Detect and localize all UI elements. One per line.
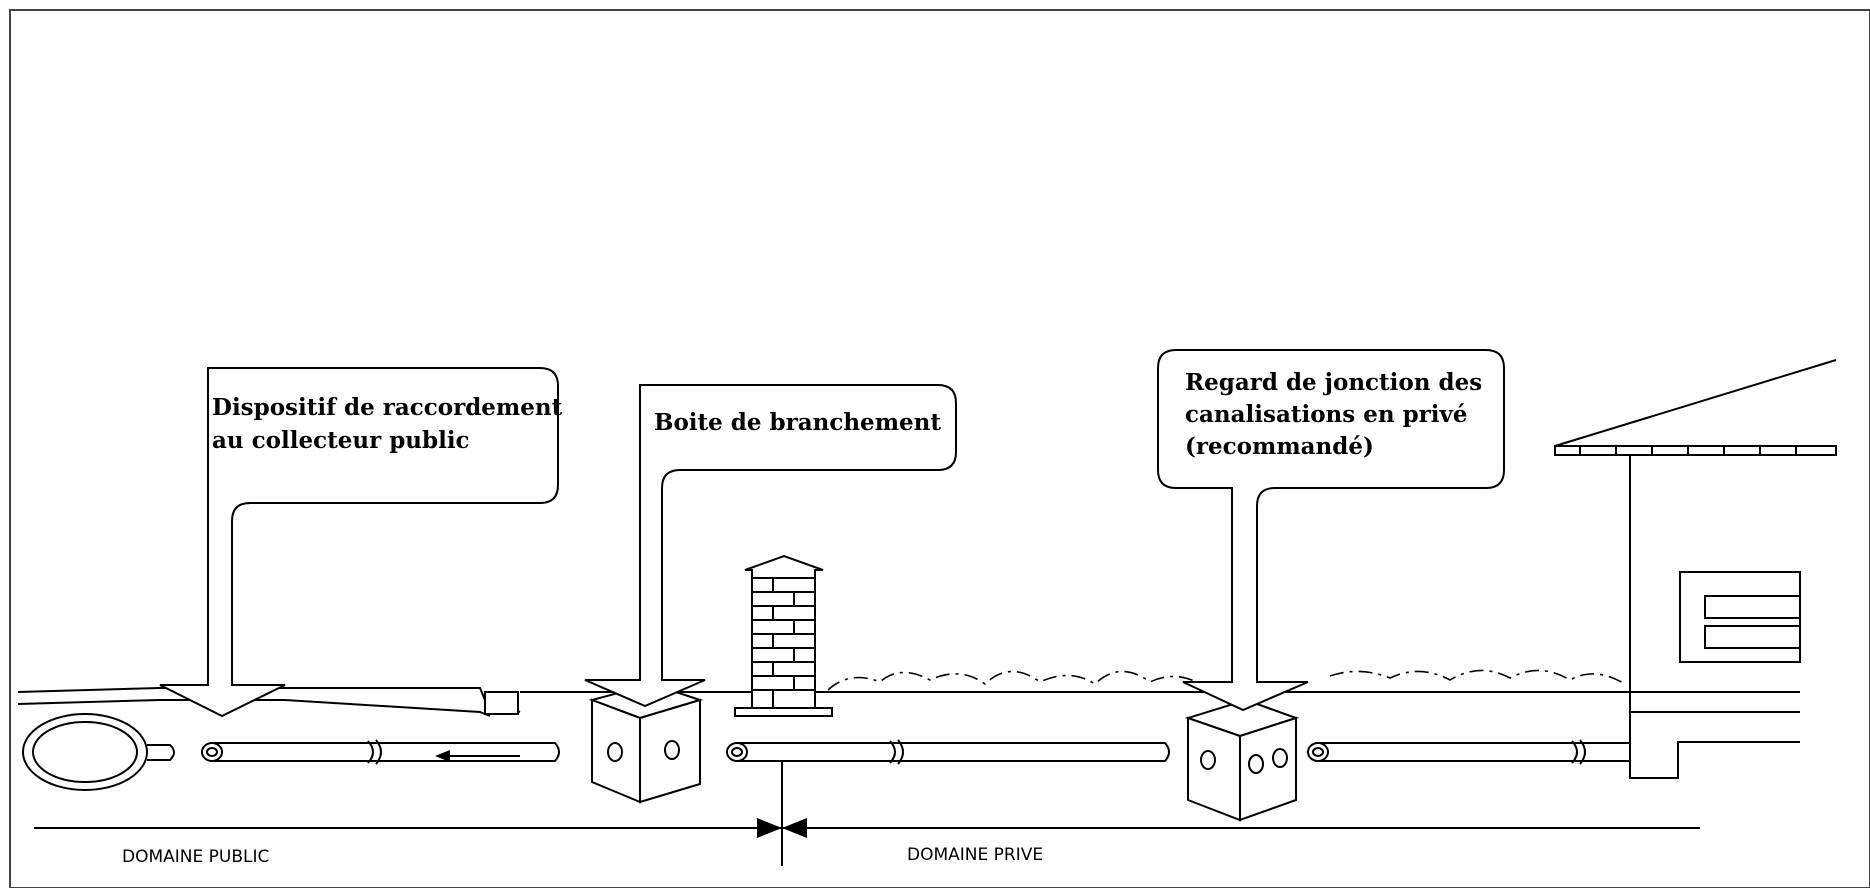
flow-arrow-icon — [435, 750, 450, 762]
callout-boite: Boite de branchement — [584, 384, 957, 708]
lawn-line — [827, 669, 1626, 691]
callout-regard-line-3: (recommandé) — [1185, 433, 1374, 460]
callout-regard-line-2: canalisations en privé — [1185, 401, 1468, 428]
callout-regard: Regard de jonction des canalisations en … — [1157, 349, 1505, 712]
boundary-marker-icon — [757, 818, 807, 838]
label-domaine-prive: DOMAINE PRIVE — [907, 845, 1043, 865]
callout-dispositif-line-2: au collecteur public — [212, 427, 470, 454]
public-collector — [22, 713, 175, 791]
junction-box — [1184, 698, 1300, 822]
pipe-house — [1307, 739, 1630, 765]
label-domaine-public: DOMAINE PUBLIC — [122, 847, 269, 867]
pipe-public — [201, 739, 560, 765]
callout-dispositif: Dispositif de raccordement au collecteur… — [159, 367, 563, 718]
domain-boundary — [34, 762, 1700, 866]
house — [1554, 359, 1837, 779]
pipe-private — [726, 739, 1170, 765]
vent-chimney — [734, 554, 833, 717]
callout-regard-line-1: Regard de jonction des — [1185, 369, 1482, 396]
callout-dispositif-line-1: Dispositif de raccordement — [212, 394, 563, 421]
callout-boite-line-1: Boite de branchement — [654, 409, 941, 436]
